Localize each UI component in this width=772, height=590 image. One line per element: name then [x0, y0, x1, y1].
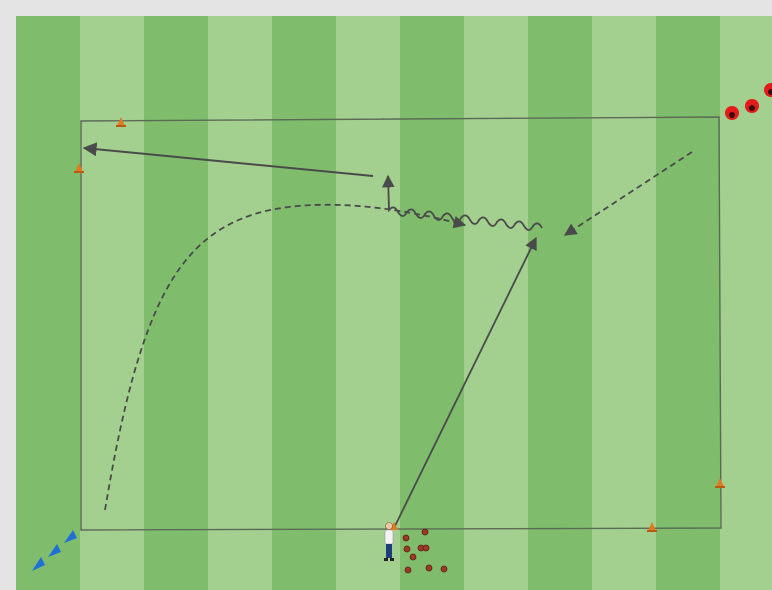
ball-icon — [405, 567, 411, 573]
stripe-dark — [656, 16, 720, 590]
stripe-light — [80, 16, 144, 590]
grass-stripes — [16, 16, 772, 590]
stripe-light — [464, 16, 528, 590]
ball-icon — [441, 566, 447, 572]
stripe-dark — [272, 16, 336, 590]
stripe-dark — [528, 16, 592, 590]
red-player-icon — [725, 106, 739, 120]
stripe-light — [208, 16, 272, 590]
red-player-icon — [745, 99, 759, 113]
stripe-dark — [144, 16, 208, 590]
ball-icon — [403, 535, 409, 541]
stripe-dark — [400, 16, 464, 590]
stripe-light — [720, 16, 772, 590]
ball-icon — [410, 554, 416, 560]
stripe-light — [336, 16, 400, 590]
ball-icon — [426, 565, 432, 571]
stripe-light — [592, 16, 656, 590]
ball-icon — [422, 529, 428, 535]
stripe-dark — [16, 16, 80, 590]
ball-icon — [423, 545, 429, 551]
ball-icon — [404, 546, 410, 552]
